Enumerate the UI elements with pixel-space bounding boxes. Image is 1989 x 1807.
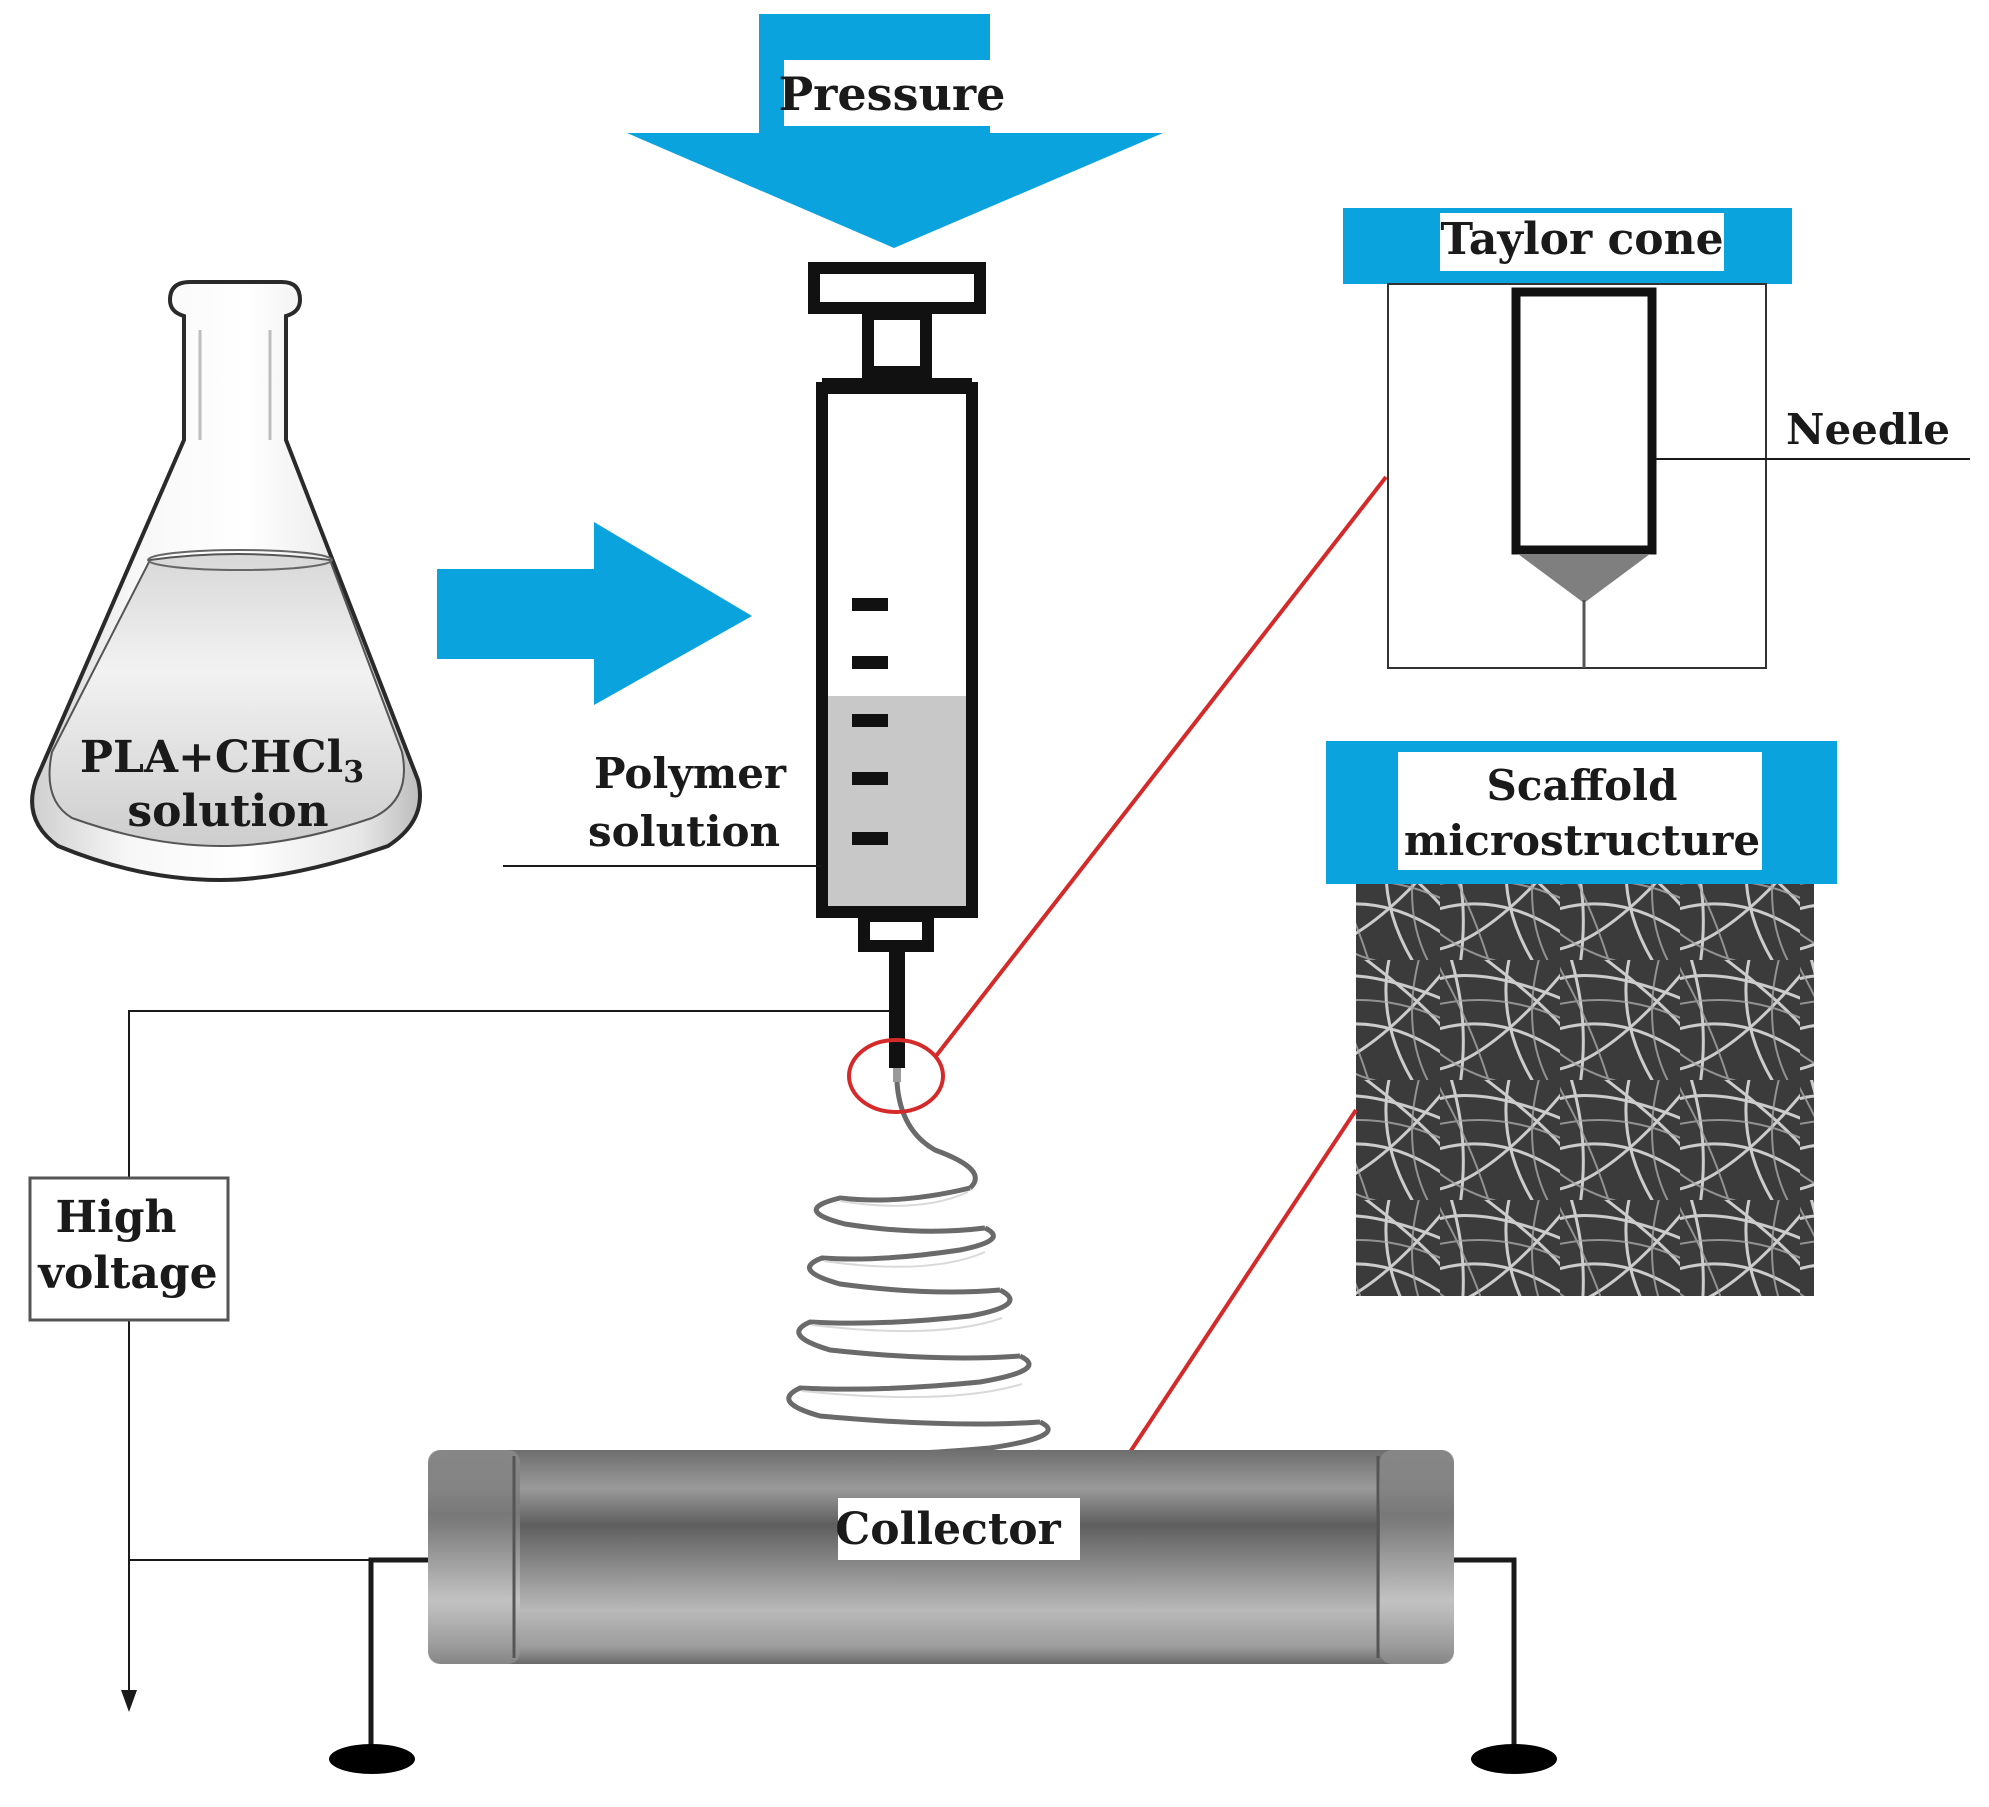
taylor-cone-label-box — [1440, 213, 1724, 271]
polymer-label-line2: solution — [588, 807, 780, 856]
scaffold-callout-line — [1128, 1108, 1358, 1454]
scaffold-label-box — [1398, 752, 1762, 870]
right-ground-icon — [1471, 1744, 1557, 1774]
voltage-wire-top — [128, 1010, 889, 1702]
fiber-spiral-icon — [778, 1081, 1059, 1489]
high-voltage-label-line1: High — [55, 1192, 176, 1243]
scaffold-label-line2: microstructure — [1404, 816, 1760, 865]
taylor-cone-callout-line — [934, 475, 1388, 1058]
scaffold-microstructure-image — [1356, 884, 1814, 1296]
collector-label-box — [838, 1498, 1080, 1560]
pressure-label: Pressure — [779, 67, 1006, 121]
needle-body — [1511, 287, 1657, 555]
transfer-arrow-right-icon — [437, 522, 752, 705]
left-ground-icon — [329, 1744, 415, 1774]
flask-label-line1: PLA+CHCl3 — [80, 732, 364, 790]
needle-tip-callout-circle — [847, 1038, 945, 1114]
collector-label: Collector — [835, 1504, 1061, 1555]
pressure-label-box — [784, 60, 1000, 126]
high-voltage-label-line2: voltage — [37, 1248, 217, 1299]
polymer-label-line1: Polymer — [594, 749, 787, 798]
wire-arrow-down-icon — [121, 1690, 137, 1712]
scaffold-label-line1: Scaffold — [1487, 761, 1678, 810]
left-ground-wire — [368, 1557, 428, 1754]
flask-icon — [30, 280, 422, 883]
pressure-arrow-down-icon — [627, 14, 1163, 248]
taylor-cone-shape — [1518, 554, 1650, 603]
needle-label: Needle — [1786, 405, 1950, 454]
right-ground-wire — [1454, 1557, 1517, 1754]
syringe-icon — [808, 262, 986, 1082]
taylor-cone-label: Taylor cone — [1440, 214, 1723, 265]
high-voltage-box — [28, 1176, 230, 1322]
flask-label-line2: solution — [127, 786, 328, 837]
